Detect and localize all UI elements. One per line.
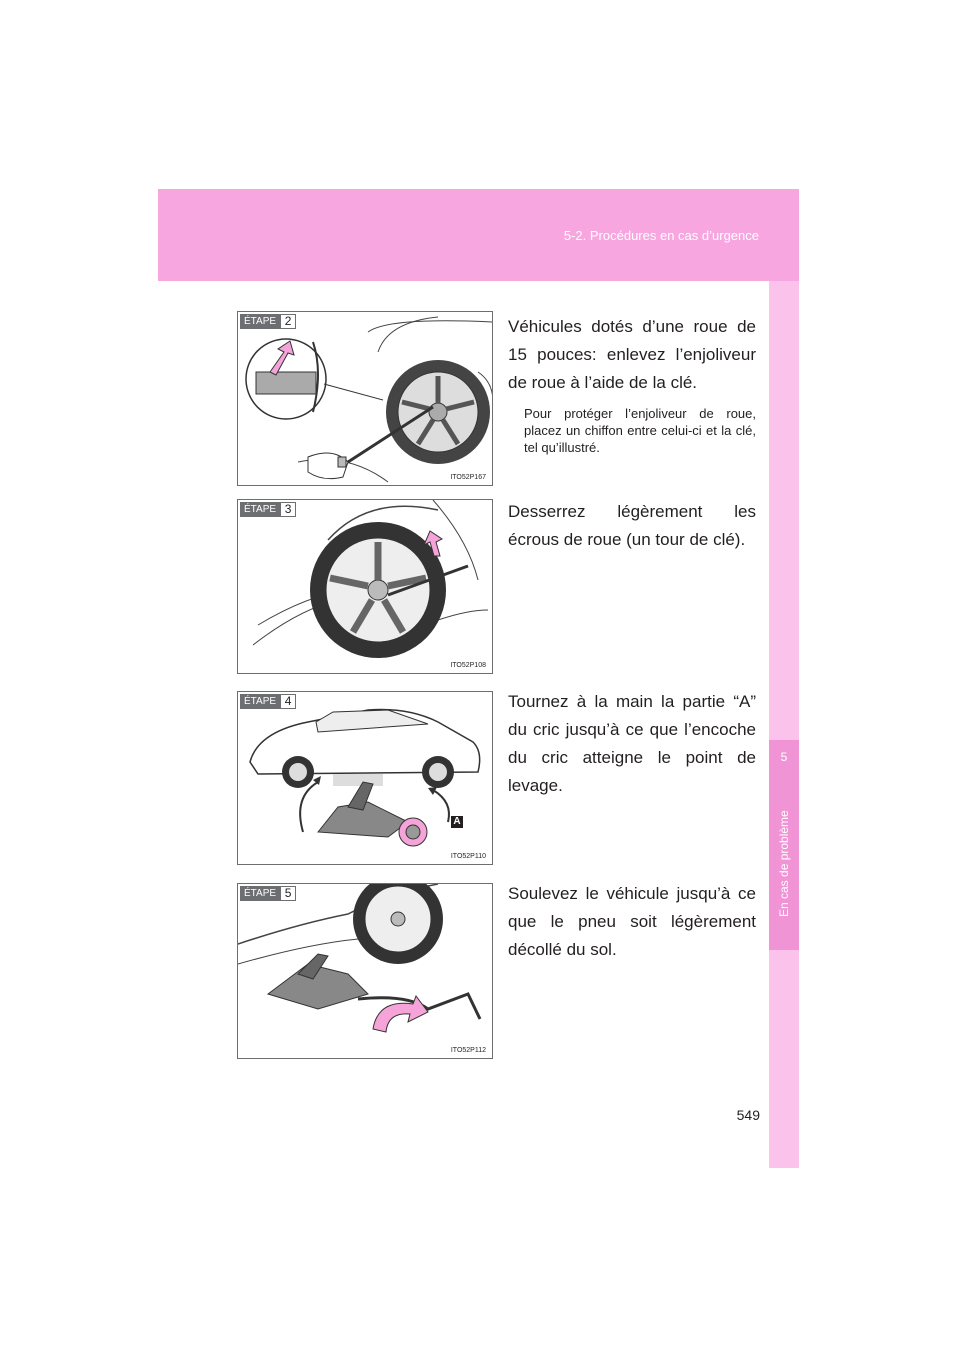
figure-code: ITO52P167 — [450, 474, 486, 481]
step-5-text: Soulevez le véhicule jusqu’à ce que le p… — [508, 884, 756, 959]
figure-code: ITO52P112 — [450, 1047, 486, 1054]
step-3-text: Desserrez légèrement les écrous de roue … — [508, 502, 756, 549]
step-badge-word: ÉTAPE — [240, 886, 281, 901]
step-badge: ÉTAPE 3 — [240, 502, 297, 517]
section-title: 5-2. Procédures en cas d’urgence — [563, 228, 759, 243]
step-4-figure: A ÉTAPE 4 ITO52P110 — [237, 691, 493, 865]
step-badge: ÉTAPE 4 — [240, 694, 297, 709]
step-3-figure: ÉTAPE 3 ITO52P108 — [237, 499, 493, 674]
side-strip — [769, 281, 799, 1168]
step-badge-number: 5 — [280, 886, 297, 901]
step-2-figure: ÉTAPE 2 ITO52P167 — [237, 311, 493, 486]
chapter-number: 5 — [780, 750, 788, 764]
step-badge-number: 4 — [280, 694, 297, 709]
step-2-text: Véhicules dotés d’une roue de 15 pouces:… — [508, 317, 756, 392]
loosen-wheel-nuts-illustration — [252, 500, 489, 658]
step-5-figure: ÉTAPE 5 ITO52P112 — [237, 883, 493, 1059]
jack-raising-illustration — [249, 708, 481, 847]
wheel-cover-removal-illustration — [245, 316, 492, 483]
step-badge-number: 2 — [280, 314, 297, 329]
figure-code: ITO52P108 — [450, 662, 486, 669]
step-badge-word: ÉTAPE — [240, 314, 281, 329]
step-badge-word: ÉTAPE — [240, 502, 281, 517]
step-badge-number: 3 — [280, 502, 297, 517]
step-4-text: Tournez à la main la partie “A” du cric … — [508, 692, 756, 795]
figure-code: ITO52P110 — [450, 853, 486, 860]
chapter-tab: 5 En cas de problème — [769, 740, 799, 950]
step-badge-word: ÉTAPE — [240, 694, 281, 709]
part-a-callout: A — [453, 816, 461, 827]
lift-vehicle-illustration — [238, 884, 482, 1033]
step-badge: ÉTAPE 2 — [240, 314, 297, 329]
chapter-label: En cas de problème — [777, 810, 791, 918]
step-2-note: Pour protéger l’enjoliveur de roue, plac… — [524, 406, 756, 455]
step-badge: ÉTAPE 5 — [240, 886, 297, 901]
page-number: 549 — [736, 1107, 760, 1123]
section-header-band: 5-2. Procédures en cas d’urgence — [158, 189, 799, 281]
